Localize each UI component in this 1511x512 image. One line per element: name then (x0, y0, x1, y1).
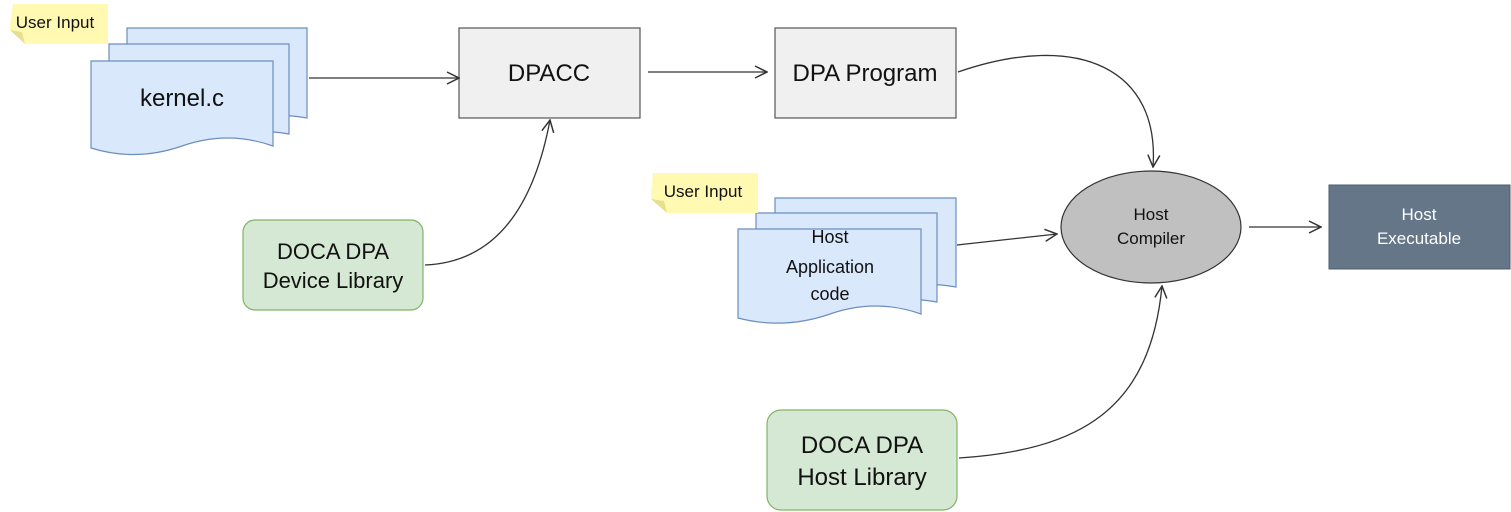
kernel-user-input-label: User Input (16, 13, 95, 32)
host-executable-line1: Host (1402, 205, 1437, 224)
host-user-input-label: User Input (664, 182, 743, 201)
kernel-label: kernel.c (140, 85, 224, 112)
note-shape (651, 173, 758, 213)
host-user-input-note: User Input (651, 173, 758, 213)
host-library-line1: DOCA DPA (801, 432, 923, 459)
host-compiler-ellipse (1060, 170, 1242, 284)
host-library-line2: Host Library (797, 464, 926, 491)
host-library-box (766, 409, 958, 511)
note-fold (651, 199, 667, 213)
dpa-program-label: DPA Program (793, 60, 938, 87)
dpacc-label: DPACC (508, 60, 590, 87)
host-compiler-line2: Compiler (1117, 229, 1185, 248)
host-library-node[interactable]: DOCA DPA Host Library (766, 409, 958, 511)
edge-host-app-to-compiler (956, 234, 1057, 246)
kernel-document[interactable]: kernel.c (90, 27, 308, 156)
kernel-doc-front (90, 60, 274, 156)
host-compiler-node[interactable]: Host Compiler (1060, 170, 1242, 284)
dpacc-node[interactable]: DPACC (458, 27, 641, 119)
host-app-line3: code (810, 284, 849, 304)
dpa-program-node[interactable]: DPA Program (774, 27, 957, 119)
edge-host-library-to-compiler (958, 286, 1162, 459)
host-app-line1: Host (811, 227, 848, 247)
note-shape (10, 4, 108, 44)
note-fold (10, 30, 25, 44)
dpa-program-box (774, 27, 957, 119)
host-compiler-line1: Host (1134, 205, 1169, 224)
device-library-line1: DOCA DPA (277, 239, 389, 264)
host-app-document[interactable]: Host Application code (737, 197, 957, 324)
kernel-user-input-note: User Input (10, 4, 108, 44)
host-executable-line2: Executable (1377, 229, 1461, 248)
edges (309, 54, 1321, 459)
device-library-line2: Device Library (263, 268, 404, 293)
device-library-node[interactable]: DOCA DPA Device Library (242, 219, 424, 311)
host-executable-node[interactable]: Host Executable (1328, 184, 1511, 270)
edge-dpa-program-to-compiler (957, 54, 1153, 167)
device-library-box (242, 219, 424, 311)
host-executable-box (1328, 184, 1511, 270)
host-doc-front (737, 228, 922, 324)
host-app-line2: Application (786, 257, 874, 277)
edge-device-library-to-dpacc (424, 120, 550, 266)
dpacc-box (458, 27, 641, 119)
